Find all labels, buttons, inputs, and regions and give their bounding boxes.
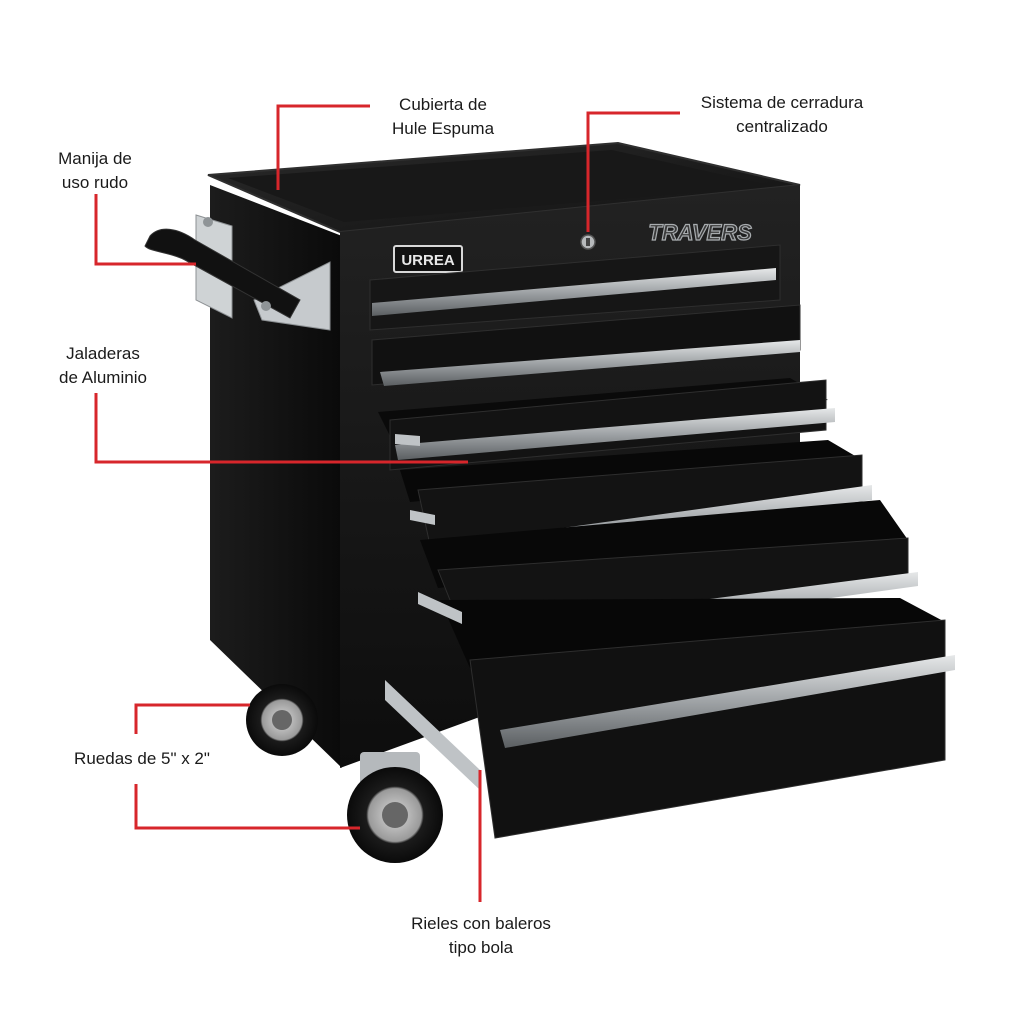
drawer-2 (371, 304, 801, 386)
callout-manija-line1: Manija de (58, 149, 132, 168)
callout-ruedas: Ruedas de 5" x 2" (52, 747, 232, 771)
callout-sistema: Sistema de cerradura centralizado (672, 91, 892, 139)
drawer-1 (369, 244, 781, 331)
svg-text:URREA: URREA (401, 252, 455, 269)
callout-sistema-line2: centralizado (736, 117, 828, 136)
caster-wheel-icon (246, 684, 443, 863)
callout-sistema-line1: Sistema de cerradura (700, 93, 864, 112)
callout-jaladeras-line1: Jaladeras (66, 344, 140, 363)
callout-lines (94, 104, 680, 902)
urrea-logo: URREA (393, 245, 463, 273)
callout-rieles-line1: Rieles con baleros (411, 914, 551, 933)
callout-jaladeras-line2: de Aluminio (59, 368, 147, 387)
lock-icon (580, 234, 596, 250)
side-handle (144, 214, 331, 331)
callout-rieles-line2: tipo bola (448, 938, 514, 957)
travers-logo: TRAVERS (648, 220, 752, 245)
callout-ruedas-line1: Ruedas de 5" x 2" (74, 749, 210, 768)
callout-cubierta: Cubierta de Hule Espuma (372, 93, 514, 141)
callout-cubierta-line2: Hule Espuma (391, 119, 495, 138)
cabinet-side-panel (210, 185, 342, 768)
drawer-3 (378, 378, 835, 471)
callout-cubierta-line1: Cubierta de (399, 95, 487, 114)
callout-manija: Manija de uso rudo (40, 147, 150, 195)
ball-bearing-rails (385, 434, 480, 790)
callout-rieles: Rieles con baleros tipo bola (386, 912, 576, 960)
callout-manija-line2: uso rudo (61, 173, 129, 192)
drawer-6 (440, 598, 955, 839)
callout-jaladeras: Jaladeras de Aluminio (36, 342, 170, 390)
